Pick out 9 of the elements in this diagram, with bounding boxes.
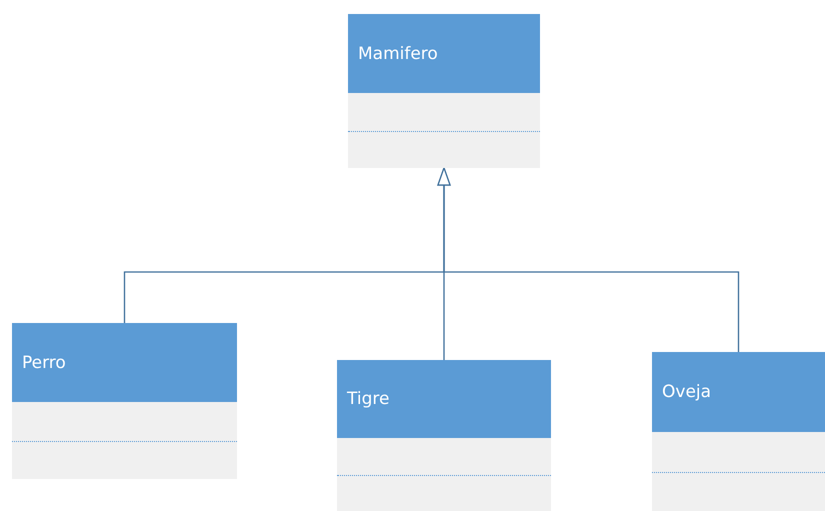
class-name: Perro [12,323,237,402]
uml-class-box [348,14,540,168]
uml-class-box [652,352,825,511]
class-name: Mamifero [348,14,540,93]
inheritance-arrow [437,167,740,352]
class-name: Oveja [652,352,825,432]
class-name: Tigre [337,360,551,438]
uml-class-box [337,360,551,511]
uml-class-box [12,323,237,479]
